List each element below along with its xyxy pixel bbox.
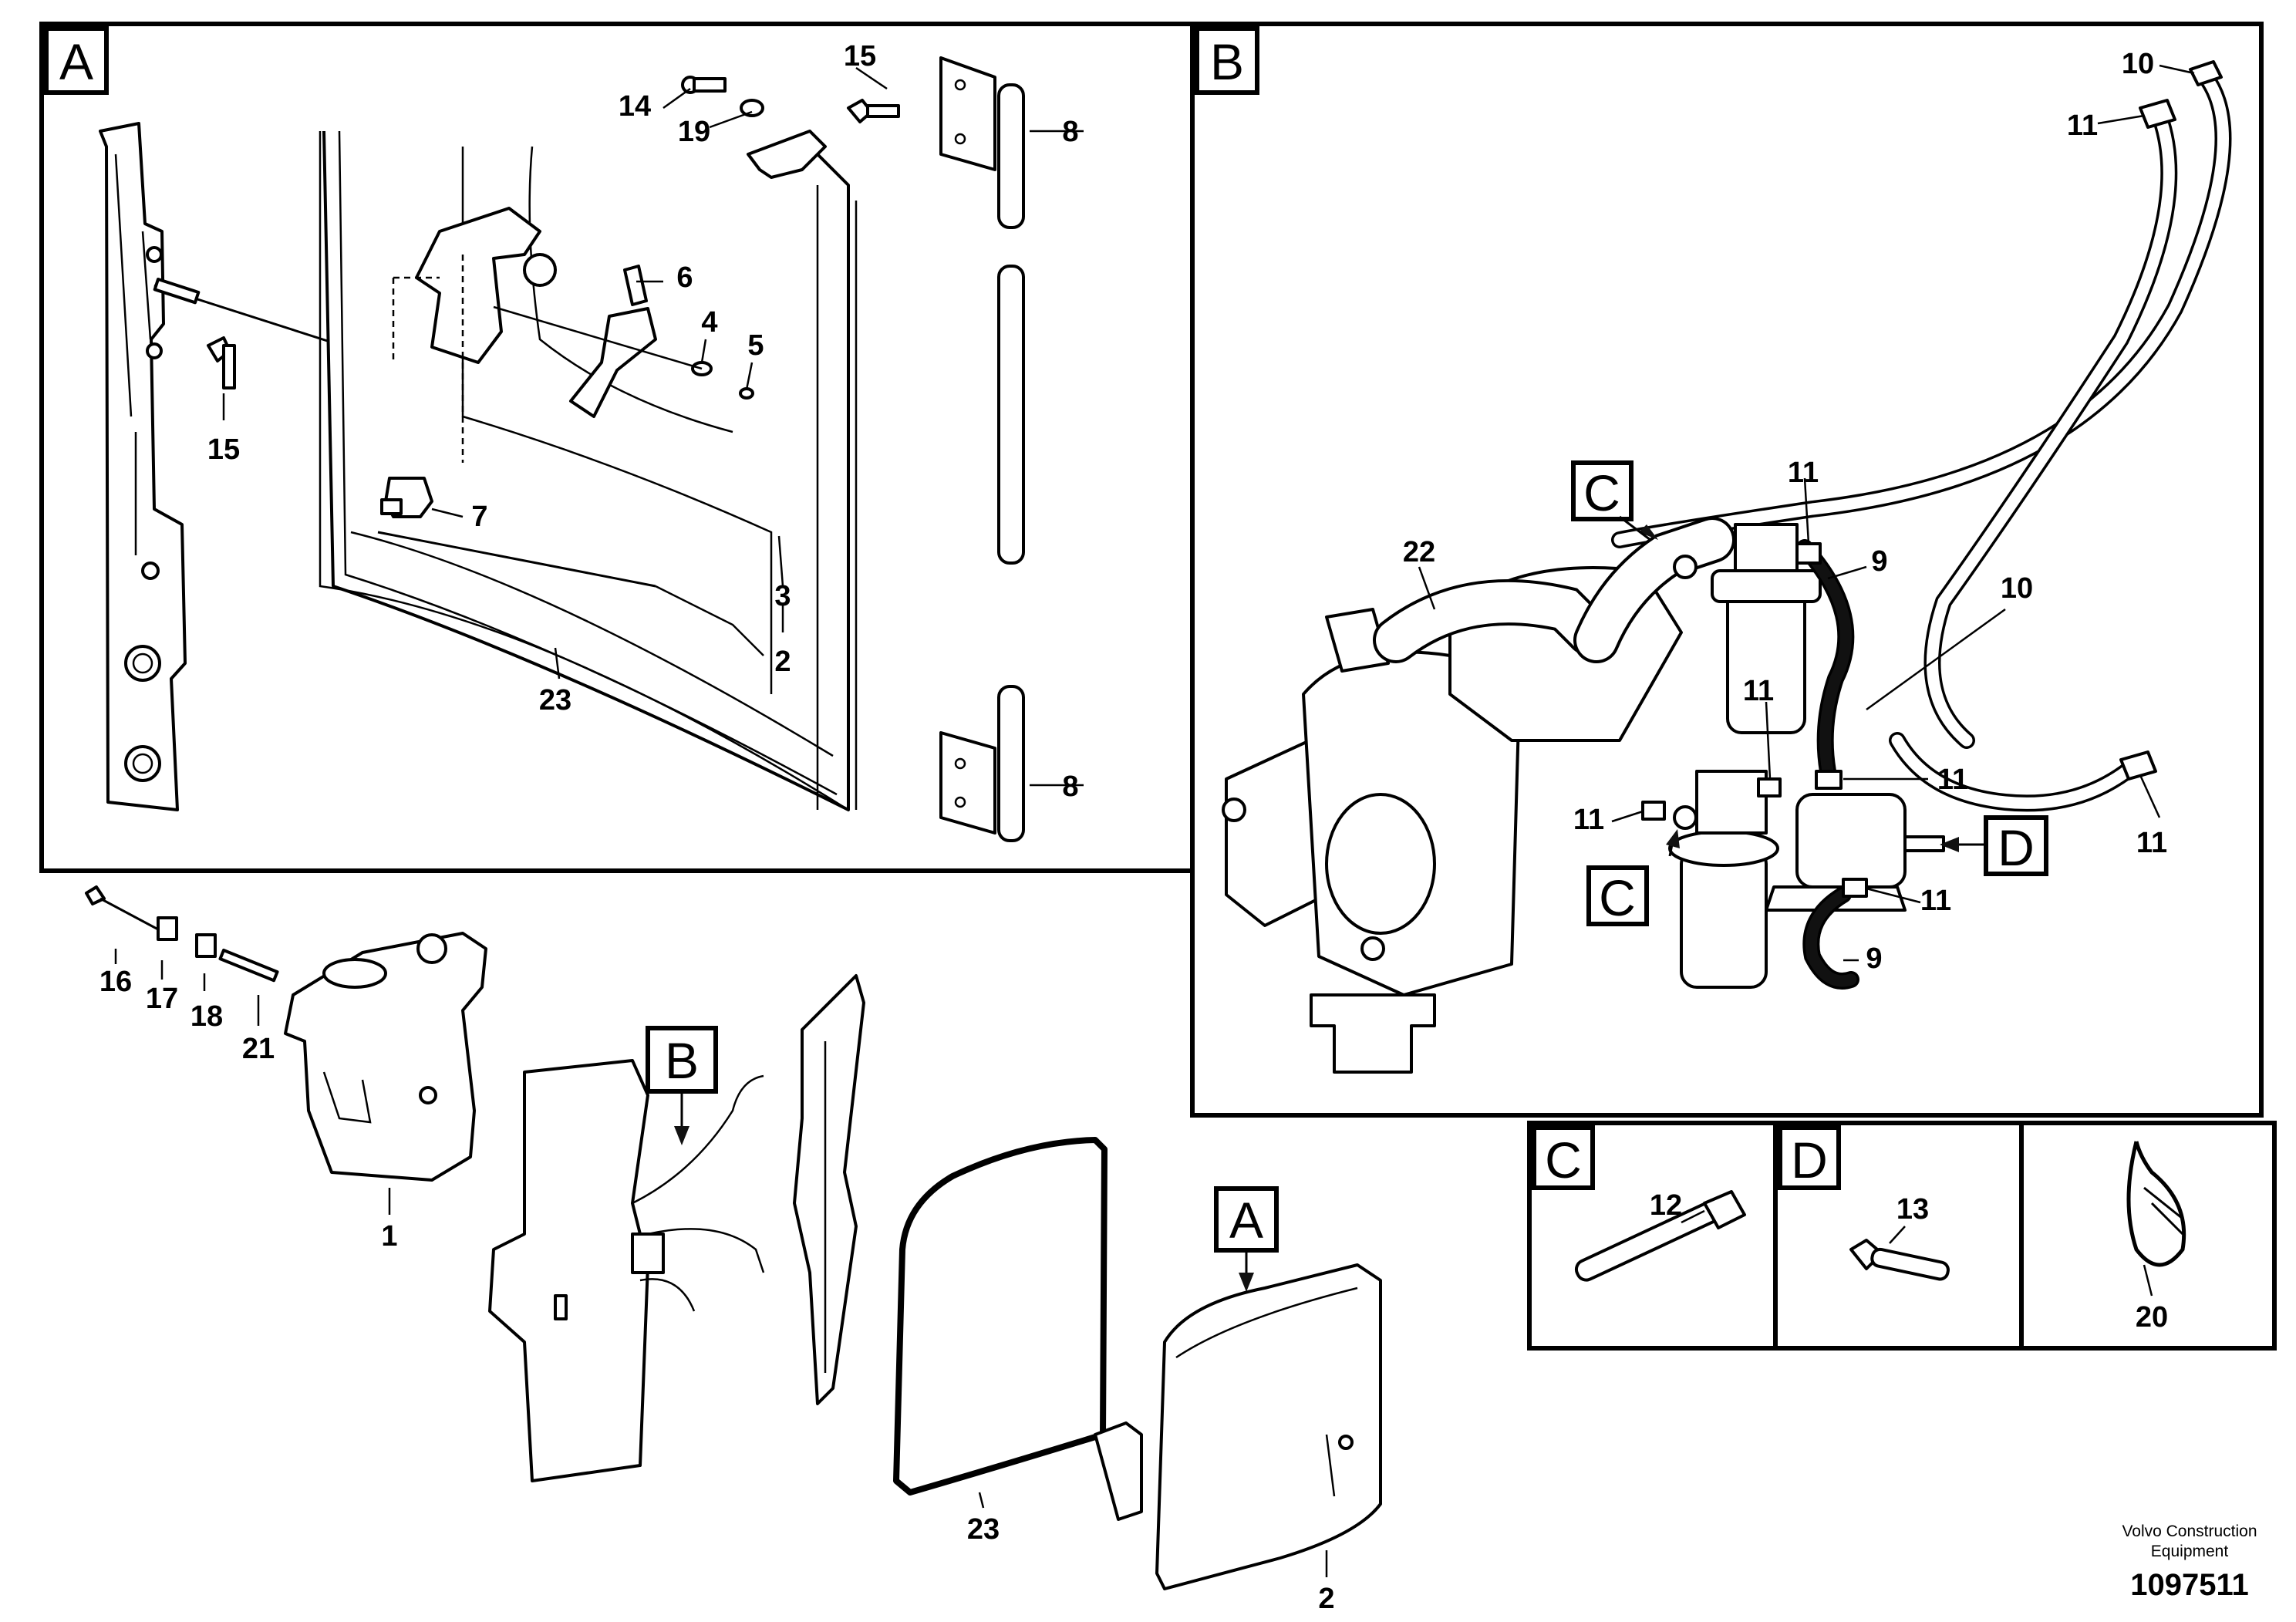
panel-b-frame (1190, 22, 2264, 1118)
bolt-13 (1849, 1239, 1950, 1281)
callout-2-b: 2 (1318, 1583, 1334, 1615)
callout-23-a: 23 (539, 684, 571, 717)
callout-10-top: 10 (2122, 48, 2154, 80)
panel-c-label-box (1532, 1125, 1595, 1190)
callout-11-right: 11 (2136, 827, 2167, 859)
panel-b-leaders (1418, 64, 2195, 962)
callout-c-2: C (1599, 869, 1636, 926)
pin-21 (218, 949, 279, 983)
callout-7: 7 (471, 501, 487, 533)
callout-14: 14 (619, 90, 651, 123)
callout-10-mid: 10 (2001, 572, 2033, 605)
view-b-ref: B (665, 1032, 699, 1089)
callout-11-c: 11 (1937, 764, 1968, 796)
callout-9-bottom: 9 (1866, 943, 1882, 975)
door-switch-7 (380, 477, 433, 518)
panel-d-label: D (1791, 1131, 1828, 1189)
panel-a-label: A (59, 33, 93, 90)
callout-c-1: C (1583, 464, 1620, 521)
detail-frame (1527, 1121, 2277, 1351)
panel-a-leaders (222, 66, 1084, 787)
callout-11-d: 11 (1573, 804, 1604, 836)
callout-5: 5 (747, 329, 764, 362)
hose-clamps-11 (1641, 542, 1868, 898)
credit-line-1: Volvo Construction (2122, 1523, 2257, 1540)
door-seal-23 (893, 1137, 1108, 1496)
callout-3: 3 (774, 580, 791, 612)
filter-canister (1668, 770, 1779, 989)
callout-19: 19 (678, 116, 710, 148)
callout-d: D (1998, 819, 2035, 876)
callout-15-top: 15 (844, 40, 876, 73)
washer-18 (195, 933, 217, 958)
panel-b-label: B (1210, 33, 1244, 90)
callout-12: 12 (1650, 1189, 1682, 1222)
callout-9-top: 9 (1871, 545, 1887, 578)
callout-11-e: 11 (1920, 885, 1951, 917)
callout-1: 1 (381, 1220, 397, 1253)
callout-18: 18 (190, 1000, 223, 1033)
screw-15-top (847, 99, 900, 123)
credit-line-2: Equipment (2151, 1543, 2229, 1560)
callout-17: 17 (146, 983, 178, 1015)
hinge-bottom (939, 685, 1025, 842)
callout-21: 21 (242, 1033, 275, 1065)
callout-23-b: 23 (967, 1513, 1000, 1546)
callout-8-top: 8 (1062, 116, 1078, 148)
callout-8-bottom: 8 (1062, 771, 1078, 803)
callout-11-b: 11 (1743, 675, 1774, 707)
view-a-ref: A (1229, 1192, 1263, 1249)
door-frame-pillar (99, 122, 187, 811)
hinge-top (939, 56, 1025, 565)
striker-plate (681, 76, 827, 179)
callout-6: 6 (676, 261, 693, 294)
edge-strip-2 (377, 531, 656, 588)
callout-box-c-1 (1571, 460, 1633, 521)
washer-tank-1 (284, 932, 487, 1182)
heater-hoses (1611, 69, 2232, 812)
panel-b-label-box (1195, 26, 1259, 95)
panel-a-label-box (44, 26, 109, 95)
callout-2-a: 2 (774, 646, 791, 678)
panel-a: A (39, 22, 1195, 873)
pillar-right (793, 974, 865, 1405)
panel-c-label: C (1545, 1131, 1582, 1189)
callout-13: 13 (1896, 1193, 1929, 1226)
valve-housing (1711, 523, 1822, 734)
callout-4: 4 (701, 306, 717, 339)
callout-15-left: 15 (207, 433, 240, 466)
door-2 (1094, 1263, 1382, 1590)
callout-box-c-2 (1586, 865, 1649, 926)
detail-panels: C 12 D 13 20 (1527, 1121, 2277, 1351)
bolt-16 (85, 885, 159, 931)
callout-16: 16 (99, 966, 132, 998)
panel-d-label-box (1778, 1125, 1841, 1190)
washer-17 (157, 916, 178, 941)
door-seal-23 (319, 131, 849, 811)
document-number: 1097511 (2130, 1568, 2249, 1602)
panel-b: B (1190, 22, 2264, 1118)
pillar-harness (488, 1059, 765, 1482)
valve-body (1765, 793, 1945, 912)
callout-box-d (1984, 815, 2048, 876)
callout-20: 20 (2136, 1301, 2168, 1334)
callout-22: 22 (1403, 536, 1435, 568)
lock-mechanism (392, 207, 754, 463)
callout-11-top: 11 (2067, 110, 2098, 142)
callout-11-a: 11 (1788, 457, 1819, 489)
footer: Volvo Construction Equipment 1097511 (2122, 1523, 2257, 1602)
door-panel (322, 130, 858, 811)
screw-15-left (207, 336, 236, 389)
exploded-parts: 16 17 18 21 1 B (85, 885, 1382, 1615)
hose-clamps-top (2119, 60, 2223, 781)
hose-clamp-20 (2126, 1141, 2186, 1267)
